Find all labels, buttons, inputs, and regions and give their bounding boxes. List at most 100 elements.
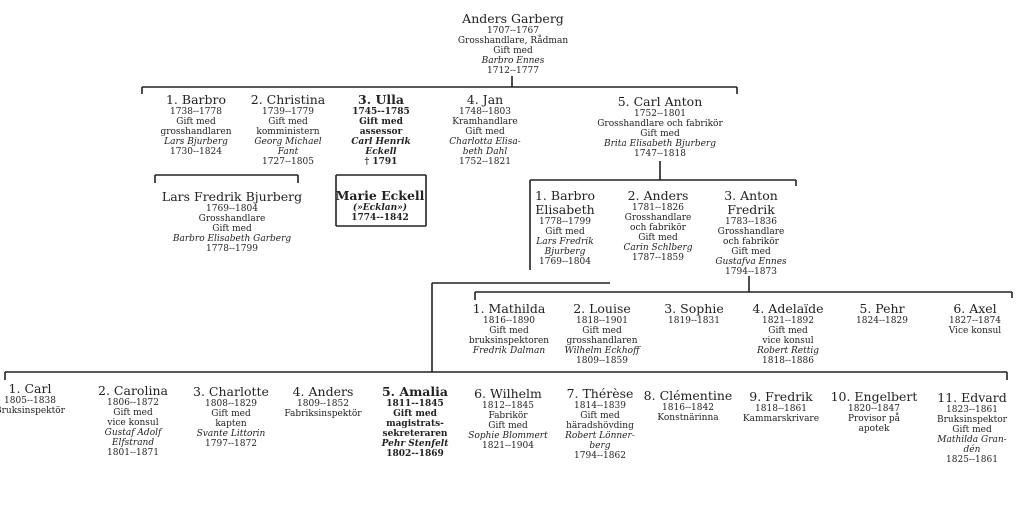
person-detail-line: Bruksinspektör: [0, 406, 65, 417]
person-detail-line: Konstnärinna: [657, 413, 719, 424]
person-detail-line: Mathilda Gran-: [937, 435, 1007, 446]
person-detail-line: Grosshandlare: [624, 213, 692, 224]
person-detail-line: 1748--1803: [459, 107, 511, 117]
person-eckell: Marie Eckell(»Ecklan»)1774--1842: [300, 188, 460, 224]
person-name: 4. Jan: [466, 92, 504, 107]
person-detail-line: 1814--1839: [574, 401, 626, 411]
person-detail-line: Lars Fredrik: [536, 237, 594, 248]
person-detail-line: 1778--1799: [539, 217, 591, 227]
person-detail-line: Charlotta Elisa-: [449, 137, 521, 148]
person-detail-line: 1825--1861: [946, 455, 998, 466]
person-name: 10. Engelbert: [830, 389, 918, 404]
person-detail-line: Gustaf Adolf: [104, 428, 162, 439]
person-detail-line: 1819--1831: [668, 316, 720, 326]
person-detail-line: Georg Michael: [254, 137, 322, 148]
person-detail-line: Lars Bjurberg: [164, 137, 228, 148]
person-detail-line: Gustafva Ennes: [715, 257, 787, 268]
person-detail-line: 1827--1874: [949, 316, 1001, 326]
person-name: 1. Barbro: [534, 188, 596, 203]
person-detail-line: 1809--1859: [576, 356, 628, 367]
person-detail-line: dén: [963, 445, 981, 456]
person-name: 1. Mathilda: [472, 301, 546, 316]
person-detail-line: Fredrik Dalman: [472, 346, 546, 357]
person-name: 2. Louise: [573, 301, 631, 316]
person-detail-line: 1787--1859: [632, 253, 684, 264]
person-detail-line: Fant: [277, 147, 299, 158]
person-detail-line: bruksinspektoren: [468, 336, 550, 347]
person-name: Marie Eckell: [335, 188, 425, 203]
person-detail-line: Gift med: [359, 117, 403, 128]
person-detail-line: 1821--1904: [482, 441, 534, 452]
person-detail-line: 1806--1872: [107, 398, 159, 408]
person-detail-line: 1818--1861: [755, 404, 807, 414]
person-detail-line: Gift med: [212, 224, 252, 235]
person-detail-line: 1794--1862: [574, 451, 626, 462]
person-detail-line: Bjurberg: [544, 247, 586, 258]
person-detail-line: 1802--1869: [386, 449, 444, 460]
person-detail-line: 1794--1873: [725, 267, 777, 278]
person-detail-line: 1818--1886: [762, 356, 814, 367]
person-detail-line: Svante Littorin: [196, 429, 266, 440]
person-detail-line: och fabrikör: [630, 223, 686, 234]
person-detail-line: 1745--1785: [352, 107, 410, 117]
person-name-line2: Fredrik: [727, 202, 775, 217]
person-detail-line: berg: [589, 441, 611, 452]
person-detail-line: 1774--1842: [351, 213, 409, 224]
person-detail-line: Gift med: [731, 247, 771, 258]
person-name: 2. Christina: [250, 92, 326, 107]
person-detail-line: och fabrikör: [723, 237, 779, 248]
person-detail-line: 1727--1805: [262, 157, 314, 168]
person-detail-line: 1752--1801: [634, 109, 686, 119]
person-name: 2. Carolina: [98, 383, 168, 398]
person-name: 3. Charlotte: [193, 384, 269, 399]
person-detail-line: beth Dahl: [462, 147, 508, 158]
person-detail-line: 1797--1872: [205, 439, 257, 450]
person-detail-line: 1809--1852: [297, 399, 349, 409]
person-detail-line: (»Ecklan»): [352, 203, 408, 213]
person-detail-line: 1820--1847: [848, 404, 900, 414]
person-detail-line: Brita Elisabeth Bjurberg: [604, 139, 716, 150]
person-detail-line: Fabrikör: [488, 411, 528, 422]
person-name: 6. Wilhelm: [474, 386, 542, 401]
person-detail-line: 1769--1804: [206, 204, 258, 214]
person-detail-line: 1712--1777: [487, 66, 539, 77]
person-name: 6. Axel: [953, 301, 997, 316]
person-detail-line: vice konsul: [762, 336, 814, 347]
person-detail-line: 1769--1804: [539, 257, 591, 268]
person-detail-line: häradshövding: [566, 421, 634, 432]
person-detail-line: Robert Rettig: [756, 346, 820, 357]
person-detail-line: Gift med: [211, 409, 251, 420]
person-detail-line: Grosshandlare, Rådman: [457, 36, 569, 47]
person-detail-line: Barbro Ennes: [481, 56, 545, 67]
person-name-line2: Elisabeth: [535, 202, 595, 217]
person-detail-line: Sophie Blommert: [468, 431, 548, 442]
person-name: 5. Pehr: [859, 301, 905, 316]
person-detail-line: 1778--1799: [206, 244, 258, 255]
person-detail-line: Gift med: [582, 326, 622, 337]
person-detail-line: Gift med: [545, 227, 585, 238]
person-name: Lars Fredrik Bjurberg: [161, 189, 303, 204]
person-detail-line: Vice konsul: [948, 326, 1002, 337]
person-name: 9. Fredrik: [749, 389, 813, 404]
person-detail-line: 1808--1829: [205, 399, 257, 409]
person-name: 7. Thérèse: [566, 386, 634, 401]
person-name: 8. Clémentine: [643, 388, 733, 403]
person-name: 3. Sophie: [664, 301, 724, 316]
person-detail-line: Gift med: [393, 409, 437, 420]
person-detail-line: Gift med: [465, 127, 505, 138]
person-detail-line: Kammarskrivare: [742, 414, 820, 425]
person-name: 4. Adelaïde: [752, 301, 824, 316]
